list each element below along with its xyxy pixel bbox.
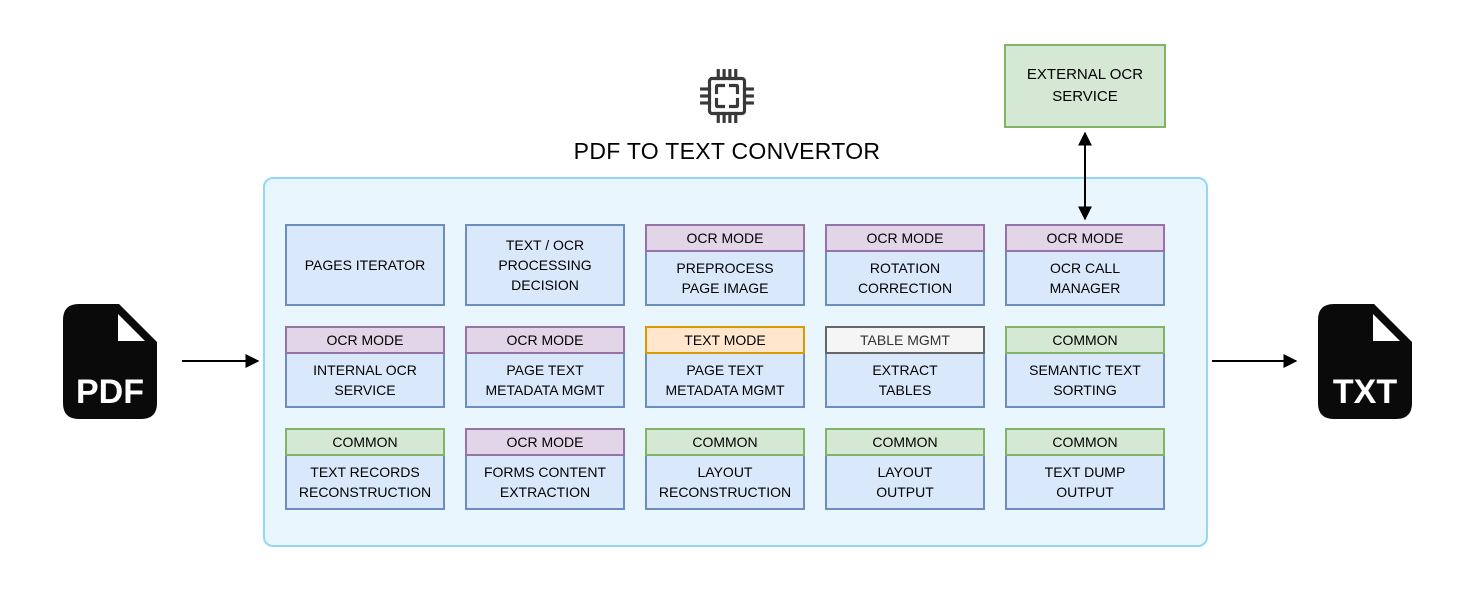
module-label: LAYOUT OUTPUT bbox=[825, 456, 985, 510]
module-header: COMMON bbox=[645, 428, 805, 456]
chip-icon bbox=[700, 69, 754, 123]
module-header: COMMON bbox=[1005, 428, 1165, 456]
module-header: TEXT MODE bbox=[645, 326, 805, 354]
txt-file-icon: TXT bbox=[1318, 304, 1412, 419]
modules-grid: PAGES ITERATOR TEXT / OCR PROCESSING DEC… bbox=[285, 224, 1165, 510]
module-header: OCR MODE bbox=[1005, 224, 1165, 252]
module-label: FORMS CONTENT EXTRACTION bbox=[465, 456, 625, 510]
module-label: PAGE TEXT METADATA MGMT bbox=[645, 354, 805, 408]
pdf-file-icon: PDF bbox=[63, 304, 157, 419]
external-ocr-service-label: EXTERNAL OCR SERVICE bbox=[1026, 65, 1144, 106]
module-cell: TEXT / OCR PROCESSING DECISION bbox=[465, 224, 625, 306]
module-cell: TEXT MODE PAGE TEXT METADATA MGMT bbox=[645, 326, 805, 408]
module-header: TABLE MGMT bbox=[825, 326, 985, 354]
module-header: COMMON bbox=[285, 428, 445, 456]
diagram-title: PDF TO TEXT CONVERTOR bbox=[573, 138, 881, 164]
module-header: OCR MODE bbox=[825, 224, 985, 252]
module-label: EXTRACT TABLES bbox=[825, 354, 985, 408]
module-label: TEXT / OCR PROCESSING DECISION bbox=[465, 224, 625, 306]
module-cell: COMMON TEXT DUMP OUTPUT bbox=[1005, 428, 1165, 510]
module-cell: COMMON LAYOUT RECONSTRUCTION bbox=[645, 428, 805, 510]
module-cell: OCR MODE PREPROCESS PAGE IMAGE bbox=[645, 224, 805, 306]
module-label: PAGES ITERATOR bbox=[285, 224, 445, 306]
module-label: TEXT RECORDS RECONSTRUCTION bbox=[285, 456, 445, 510]
module-cell: OCR MODE INTERNAL OCR SERVICE bbox=[285, 326, 445, 408]
module-cell: COMMON SEMANTIC TEXT SORTING bbox=[1005, 326, 1165, 408]
pdf-file-label: PDF bbox=[76, 373, 144, 411]
module-header: COMMON bbox=[1005, 326, 1165, 354]
external-ocr-service-box: EXTERNAL OCR SERVICE bbox=[1004, 44, 1166, 128]
module-label: PREPROCESS PAGE IMAGE bbox=[645, 252, 805, 306]
module-label: PAGE TEXT METADATA MGMT bbox=[465, 354, 625, 408]
module-header: OCR MODE bbox=[465, 428, 625, 456]
module-label: OCR CALL MANAGER bbox=[1005, 252, 1165, 306]
module-cell: OCR MODE ROTATION CORRECTION bbox=[825, 224, 985, 306]
module-header: OCR MODE bbox=[465, 326, 625, 354]
module-label: ROTATION CORRECTION bbox=[825, 252, 985, 306]
module-cell: COMMON TEXT RECORDS RECONSTRUCTION bbox=[285, 428, 445, 510]
module-label: TEXT DUMP OUTPUT bbox=[1005, 456, 1165, 510]
module-label: SEMANTIC TEXT SORTING bbox=[1005, 354, 1165, 408]
module-header: OCR MODE bbox=[285, 326, 445, 354]
module-label: INTERNAL OCR SERVICE bbox=[285, 354, 445, 408]
module-header: OCR MODE bbox=[645, 224, 805, 252]
module-cell: OCR MODE PAGE TEXT METADATA MGMT bbox=[465, 326, 625, 408]
module-cell: PAGES ITERATOR bbox=[285, 224, 445, 306]
module-cell: TABLE MGMT EXTRACT TABLES bbox=[825, 326, 985, 408]
module-header: COMMON bbox=[825, 428, 985, 456]
module-cell: COMMON LAYOUT OUTPUT bbox=[825, 428, 985, 510]
module-cell: OCR MODE OCR CALL MANAGER bbox=[1005, 224, 1165, 306]
module-label: LAYOUT RECONSTRUCTION bbox=[645, 456, 805, 510]
module-cell: OCR MODE FORMS CONTENT EXTRACTION bbox=[465, 428, 625, 510]
txt-file-label: TXT bbox=[1333, 373, 1397, 411]
